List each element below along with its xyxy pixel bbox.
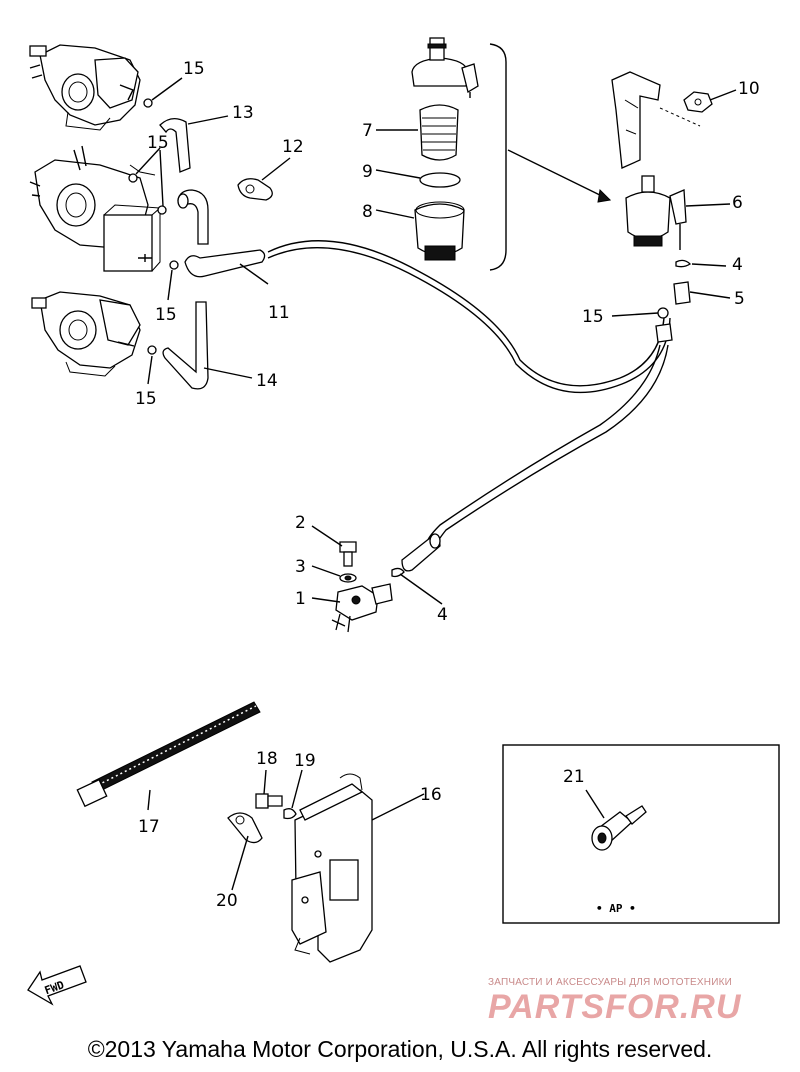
callout-19: 19	[294, 751, 316, 771]
callout-15-upper: 15	[147, 133, 169, 153]
o-ring-9	[419, 172, 461, 188]
fuel-filter-6	[625, 175, 687, 250]
callout-labels: 15 13 15 12 15 11 14 15 7 9 8 10 6 4 5 1…	[135, 59, 760, 915]
hose-14	[162, 301, 209, 390]
callout-11: 11	[268, 303, 290, 323]
carburetor-bottom	[31, 291, 141, 377]
copyright-notice: ©2013 Yamaha Motor Corporation, U.S.A. A…	[87, 1036, 713, 1062]
tie-wrap-17	[76, 701, 261, 808]
callout-17: 17	[138, 817, 160, 837]
watermark-subtitle: ЗАПЧАСТИ И АКСЕССУАРЫ ДЛЯ МОТОТЕХНИКИ	[488, 977, 733, 988]
callout-8: 8	[362, 202, 373, 222]
inset-ap-label: • AP •	[596, 902, 636, 915]
leader-lines	[135, 77, 737, 891]
carburetor-middle	[29, 145, 162, 272]
clip-12	[237, 178, 273, 201]
fuel-joint-1	[331, 583, 393, 633]
fuel-line-lower	[427, 344, 669, 546]
callout-15-top: 15	[183, 59, 205, 79]
callout-1: 1	[295, 589, 306, 609]
filter-cup-8	[414, 201, 465, 261]
inset-ap-box	[502, 744, 780, 924]
callout-6: 6	[732, 193, 743, 213]
filter-head-exploded	[411, 37, 479, 98]
callout-2: 2	[295, 513, 306, 533]
watermark-brand: PARTSFOR.RU	[488, 988, 742, 1026]
callout-21: 21	[563, 767, 585, 787]
callout-4-lower: 4	[437, 605, 448, 625]
callout-5: 5	[734, 289, 745, 309]
clamp-20	[227, 812, 263, 844]
hose-13	[159, 118, 191, 173]
callout-15-mid: 15	[155, 305, 177, 325]
callout-20: 20	[216, 891, 238, 911]
filter-element-7	[419, 104, 459, 161]
joint-5	[655, 281, 691, 343]
callout-13: 13	[232, 103, 254, 123]
callout-15-right: 15	[582, 307, 604, 327]
callout-9: 9	[362, 162, 373, 182]
callout-10: 10	[738, 79, 760, 99]
bolt-21	[591, 805, 647, 851]
callout-15-low: 15	[135, 389, 157, 409]
carburetor-top	[29, 44, 141, 131]
callout-16: 16	[420, 785, 442, 805]
callout-4-upper: 4	[732, 255, 743, 275]
fwd-arrow: FWD	[27, 965, 87, 1006]
bolt-18	[255, 793, 283, 809]
callout-12: 12	[282, 137, 304, 157]
filter-bracket	[611, 71, 661, 169]
bracket-16	[291, 773, 373, 963]
callout-18: 18	[256, 749, 278, 769]
screw-2	[339, 541, 357, 567]
hose-joint-short	[401, 533, 441, 572]
clip-15-set	[128, 98, 669, 355]
nut-10	[659, 91, 713, 127]
exploded-bracket	[489, 43, 612, 271]
washer-3	[339, 573, 357, 583]
clip-4-upper	[675, 259, 692, 268]
fuel-line-upper	[267, 240, 671, 394]
washer-19	[283, 808, 297, 820]
hose-11	[184, 249, 266, 278]
callout-3: 3	[295, 557, 306, 577]
callout-14: 14	[256, 371, 278, 391]
hose-pipe-upper	[177, 189, 209, 245]
callout-7: 7	[362, 121, 373, 141]
